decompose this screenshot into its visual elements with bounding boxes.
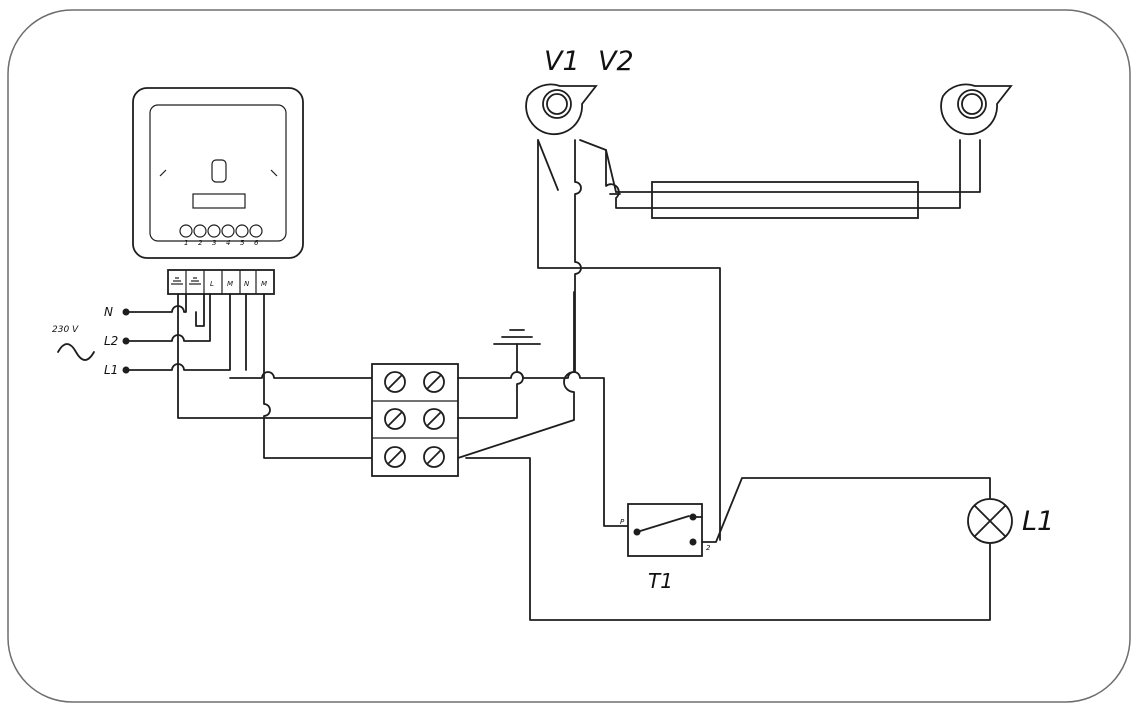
connector-label-m1: M	[227, 280, 233, 288]
terminal-label-4: 4	[226, 239, 230, 247]
switch-out-wire	[701, 477, 991, 543]
connector-label-n: N	[244, 280, 250, 288]
terminal-label-3: 3	[212, 239, 216, 247]
mains-l1-label: L1	[104, 363, 118, 377]
ac-wave-symbol	[57, 343, 95, 361]
mains-n-label: N	[104, 305, 113, 319]
mains-l2-label: L2	[104, 334, 118, 348]
block-out-wires	[457, 291, 991, 621]
terminal-block	[371, 363, 459, 477]
connector-block: L M N M	[167, 269, 275, 295]
fan-v1-icon	[525, 83, 598, 136]
terminal-label-5: 5	[240, 239, 245, 247]
lamp-label: L1	[1022, 506, 1054, 537]
fan-wires	[537, 139, 981, 541]
terminal-label-1: 1	[184, 239, 188, 247]
fan-v2-label: V2	[598, 46, 634, 77]
controller-unit: 1 2 3 4 5 6	[132, 87, 304, 259]
terminal-label-2: 2	[198, 239, 203, 247]
mains-wires	[125, 293, 373, 459]
mains-supply: 230 V N L2 L1	[52, 305, 130, 377]
lamp-icon	[967, 498, 1013, 544]
ground-symbol	[457, 329, 541, 419]
switch-contact-2: 2	[706, 544, 711, 552]
earth-symbol	[171, 277, 201, 285]
terminal-label-6: 6	[254, 239, 259, 247]
connector-label-l: L	[210, 280, 214, 288]
controller-terminal-circles	[179, 224, 263, 238]
fan-v1-label: V1	[544, 46, 580, 77]
voltage-label: 230 V	[52, 325, 79, 335]
switch-t1: P 2	[620, 503, 711, 557]
switch-label: T1	[648, 569, 673, 593]
fan-v2-icon	[940, 83, 1013, 136]
diagram-frame	[7, 9, 1131, 703]
air-duct	[651, 181, 919, 219]
switch-contact-p: P	[620, 518, 625, 526]
screw-terminals	[384, 371, 445, 468]
connector-label-m2: M	[261, 280, 267, 288]
